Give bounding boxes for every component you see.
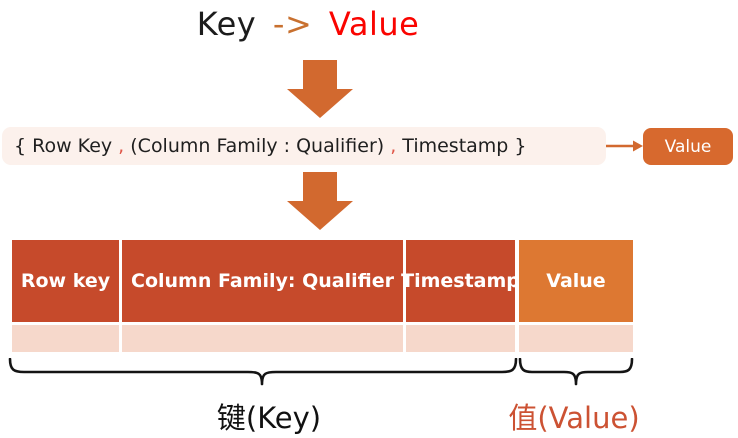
kv-structure-table: Row key Column Family: Qualifier Timesta…: [12, 240, 633, 352]
right-arrow-icon: [606, 140, 643, 152]
header-row-key: Row key: [12, 240, 119, 322]
down-arrow-icon: [287, 172, 353, 230]
down-arrow-icon: [287, 60, 353, 118]
header-column-family: Column Family: Qualifier: [122, 240, 403, 322]
header-value: Value: [519, 240, 633, 322]
table-cell: [519, 325, 633, 352]
title-key-text: Key: [196, 5, 257, 43]
formula-segment: { Row Key: [14, 135, 119, 157]
title-value-text: Value: [328, 5, 420, 43]
grouping-braces: [8, 358, 634, 386]
table-row: [12, 325, 633, 352]
formula-segment: Timestamp }: [396, 135, 527, 157]
value-box: Value: [643, 128, 733, 165]
formula-comma: ,: [118, 135, 125, 157]
table-cell: [12, 325, 119, 352]
key-formula-bar: { Row Key , (Column Family : Qualifier) …: [2, 127, 606, 165]
table-header-row: Row key Column Family: Qualifier Timesta…: [12, 240, 633, 322]
key-brace: [8, 358, 518, 386]
value-brace: [518, 358, 634, 386]
title-arrow-text: ->: [272, 5, 313, 43]
value-group-label: 值(Value): [508, 401, 640, 435]
table-cell: [122, 325, 403, 352]
table-cell: [406, 325, 515, 352]
formula-segment: (Column Family : Qualifier): [124, 135, 391, 157]
page-title: Key -> Value: [0, 5, 616, 43]
key-group-label: 键(Key): [216, 401, 322, 435]
header-timestamp: Timestamp: [401, 240, 520, 322]
formula-comma: ,: [390, 135, 397, 157]
